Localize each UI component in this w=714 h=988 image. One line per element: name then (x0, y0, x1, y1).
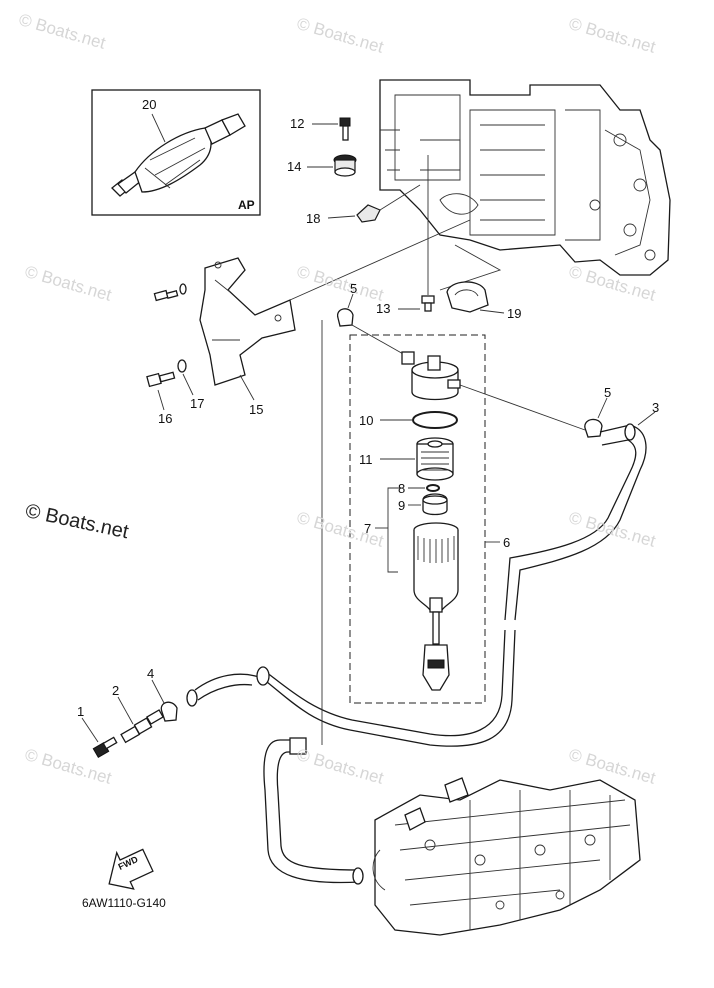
fitting-1 (92, 736, 118, 759)
clamp-5-right (584, 418, 603, 438)
bolt-16 (146, 371, 176, 388)
lower-hose (263, 737, 364, 885)
hose-3 (504, 423, 647, 621)
callout-18: 18 (306, 211, 321, 226)
leader-3 (637, 411, 656, 426)
callout-12: 12 (290, 116, 305, 131)
fuel-line-outlet (459, 384, 586, 431)
callout-14: 14 (287, 159, 302, 174)
clamp-5-upper (337, 308, 354, 327)
engine-block (379, 79, 671, 291)
callout-16: 16 (158, 411, 173, 426)
fuel-line-inlet (351, 324, 406, 356)
mount-line-18 (379, 184, 421, 211)
leader-7-bracket (387, 487, 400, 573)
callout-1: 1 (77, 704, 85, 719)
leader-18 (327, 215, 356, 219)
callout-19: 19 (507, 306, 522, 321)
grommet-14 (333, 154, 357, 177)
bolt-12 (339, 117, 351, 141)
washer-17 (177, 359, 187, 373)
leader-19 (479, 309, 505, 314)
leader-20 (151, 113, 166, 143)
filter-element-11 (416, 437, 454, 481)
return-hose (186, 629, 516, 747)
primer-bulb (111, 113, 246, 197)
callout-10: 10 (359, 413, 374, 428)
leader-2 (117, 696, 134, 725)
callout-3: 3 (652, 400, 660, 415)
clamp-4 (160, 701, 178, 722)
diagram-code: 6AW1110-G140 (82, 896, 166, 910)
callout-6: 6 (503, 535, 511, 550)
callout-17: 17 (190, 396, 205, 411)
callout-15: 15 (249, 402, 264, 417)
leader-5-right (597, 397, 608, 419)
bolt-upper-15 (153, 283, 187, 302)
leader-5-upper (347, 293, 354, 309)
leader-15 (239, 374, 255, 401)
filter-cup-7 (413, 522, 459, 691)
leader-1 (81, 717, 99, 743)
callout-20: 20 (142, 97, 157, 112)
holder-19 (446, 281, 489, 313)
float-9 (422, 493, 448, 516)
callout-13: 13 (376, 301, 391, 316)
inset-label: AP (238, 198, 255, 212)
clip-18 (356, 204, 381, 223)
bracket-15 (199, 257, 296, 386)
leader-16 (157, 389, 165, 411)
callout-8: 8 (398, 481, 406, 496)
callout-5-upper: 5 (350, 281, 358, 296)
ring-8 (426, 484, 440, 492)
filter-assembly-box (349, 334, 486, 704)
leader-17 (182, 373, 194, 396)
o-ring-10 (412, 411, 458, 429)
inset-box (91, 89, 261, 216)
callout-2: 2 (112, 683, 120, 698)
bolt-13 (421, 295, 435, 312)
filter-head (401, 351, 461, 401)
leader-4 (151, 679, 165, 704)
callout-7: 7 (364, 521, 372, 536)
callout-9: 9 (398, 498, 406, 513)
callout-5-right: 5 (604, 385, 612, 400)
callout-4: 4 (147, 666, 155, 681)
fitting-2 (120, 709, 164, 744)
fwd-arrow-icon (108, 848, 154, 890)
fuel-rail-assembly (372, 777, 641, 936)
callout-11: 11 (359, 452, 373, 467)
mount-line-15 (289, 219, 471, 301)
